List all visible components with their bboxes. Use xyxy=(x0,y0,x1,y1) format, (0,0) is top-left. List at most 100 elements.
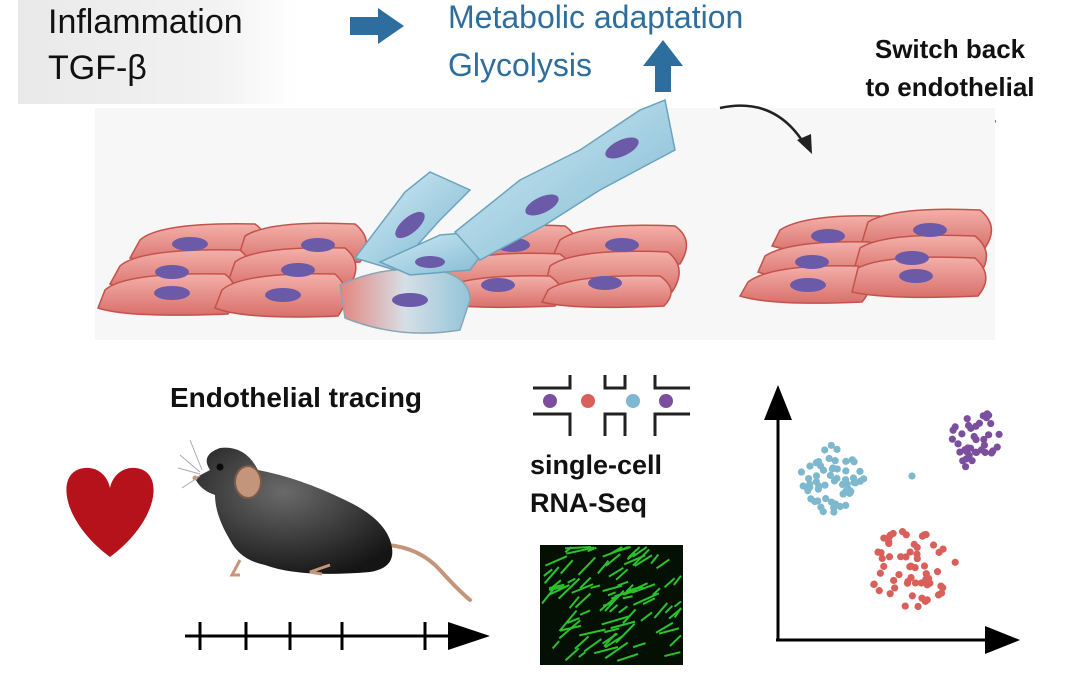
scatter-point-red xyxy=(917,579,925,587)
scatter-point-blue xyxy=(856,467,864,475)
fluorescence-fiber xyxy=(602,546,629,558)
fluorescence-fiber xyxy=(567,577,576,584)
scatter-point-purple xyxy=(962,455,970,463)
scatter-point-red xyxy=(906,548,914,556)
mouse-icon xyxy=(177,439,472,602)
scatter-point-blue xyxy=(860,475,868,483)
fluorescence-fiber xyxy=(558,609,578,632)
fluorescence-fiber xyxy=(673,607,682,619)
scatter-point-purple xyxy=(985,411,993,419)
right-arrow-icon xyxy=(350,8,404,44)
fluorescence-fiber xyxy=(597,560,610,575)
fluorescence-fiber xyxy=(664,605,674,614)
scatter-point-purple xyxy=(961,463,970,471)
fluorescence-fiber xyxy=(653,602,669,619)
fluorescence-fiber xyxy=(568,595,580,609)
scatter-point-purple xyxy=(948,435,956,443)
scatter-point-purple xyxy=(980,435,988,444)
scatter-point-blue xyxy=(842,467,850,475)
fluorescence-fiber xyxy=(663,577,676,589)
fluorescence-fiber xyxy=(628,585,644,592)
scatter-point-blue xyxy=(819,466,828,474)
fluorescence-fiber xyxy=(587,546,597,553)
fluorescence-fiber xyxy=(656,558,670,570)
scatter-point-red xyxy=(906,563,914,571)
scatter-point-purple xyxy=(972,436,980,444)
fluorescence-fiber xyxy=(564,647,580,662)
scrnaseq-line1: single-cell xyxy=(530,450,663,480)
fluorescence-fiber xyxy=(625,583,634,593)
fluorescence-fiber xyxy=(626,552,636,561)
scatter-point-red xyxy=(902,553,910,561)
fluorescence-fiber xyxy=(574,635,590,650)
fluorescence-fiber xyxy=(608,567,624,578)
fluorescence-fiber xyxy=(673,575,682,586)
fluorescence-fiber xyxy=(560,624,582,632)
mesenchymal-cells xyxy=(339,98,676,334)
fluorescence-fiber xyxy=(615,568,629,581)
fluorescence-fiber xyxy=(548,583,565,590)
scrnaseq-label: single-cell RNA-Seq xyxy=(530,446,662,522)
scatter-point-red xyxy=(923,581,931,589)
scatter-point-red xyxy=(885,538,893,546)
stimulus-box xyxy=(18,0,298,104)
scatter-point-blue xyxy=(850,458,858,466)
fluorescence-fiber xyxy=(583,638,602,653)
fluorescence-fiber xyxy=(579,576,592,589)
scatter-point-purple xyxy=(966,444,975,452)
endothelial-cell-sheet-right xyxy=(738,208,993,304)
scatter-point-blue xyxy=(806,462,814,470)
fluorescence-fiber xyxy=(574,592,592,609)
scatter-point-blue xyxy=(827,498,836,506)
metabolic-adaptation-label: Metabolic adaptation xyxy=(448,0,744,35)
scatter-point-blue xyxy=(819,508,827,516)
scatter-point-red xyxy=(939,545,947,553)
scatter-point-blue xyxy=(814,457,823,466)
scatter-point-purple xyxy=(956,448,964,456)
scatter-point-red xyxy=(920,562,929,570)
scatter-point-red xyxy=(914,602,922,611)
fluorescence-fiber xyxy=(617,580,629,587)
fluorescence-fiber xyxy=(673,600,682,608)
fluorescence-fiber xyxy=(655,621,674,634)
scatter-point-purple xyxy=(958,430,966,438)
timeline-arrow-icon xyxy=(185,622,490,650)
heart-icon xyxy=(66,467,154,557)
scatter-point-red xyxy=(934,591,943,599)
fluorescence-fiber xyxy=(631,583,656,594)
scatter-point-red xyxy=(890,576,898,585)
scatter-point-blue xyxy=(822,495,830,503)
scatter-point-red xyxy=(933,568,942,576)
fluorescence-fiber xyxy=(544,555,568,567)
scatter-point-blue xyxy=(804,487,812,495)
scatter-point-blue xyxy=(841,476,850,484)
fluorescence-fiber xyxy=(604,589,625,612)
fluorescence-fiber xyxy=(571,583,594,594)
scatter-point-purple xyxy=(995,430,1003,438)
endothelial-tracing-label: Endothelial tracing xyxy=(170,382,423,413)
scatter-point-purple xyxy=(980,441,989,449)
scatter-point-purple xyxy=(967,424,975,432)
fluorescence-fiber xyxy=(607,591,616,597)
fluorescence-fiber xyxy=(577,556,596,576)
fluorescence-fiber xyxy=(632,546,648,558)
switch-back-line1: Switch back xyxy=(874,34,1026,64)
fluorescence-fiber xyxy=(658,627,680,635)
fluorescence-fiber xyxy=(543,566,560,584)
scatter-point-purple xyxy=(987,419,995,428)
stimulus-label-inflammation: Inflammation xyxy=(48,3,243,41)
scatter-point-red xyxy=(870,580,878,589)
scatter-point-red xyxy=(918,532,927,540)
scatter-point-blue xyxy=(812,472,821,480)
scatter-point-purple xyxy=(968,457,976,465)
scatter-point-blue xyxy=(821,481,829,489)
fluorescence-fiber xyxy=(632,592,660,606)
scatter-point-purple xyxy=(985,431,993,439)
fluorescence-fiber xyxy=(541,588,555,605)
scatter-point-red xyxy=(908,592,916,600)
scatter-point-blue xyxy=(831,457,839,465)
fluorescence-fiber xyxy=(616,653,639,662)
scatter-plot-icon xyxy=(764,385,1020,654)
scatter-point-red xyxy=(929,541,938,549)
fluorescence-fiber xyxy=(634,554,653,567)
